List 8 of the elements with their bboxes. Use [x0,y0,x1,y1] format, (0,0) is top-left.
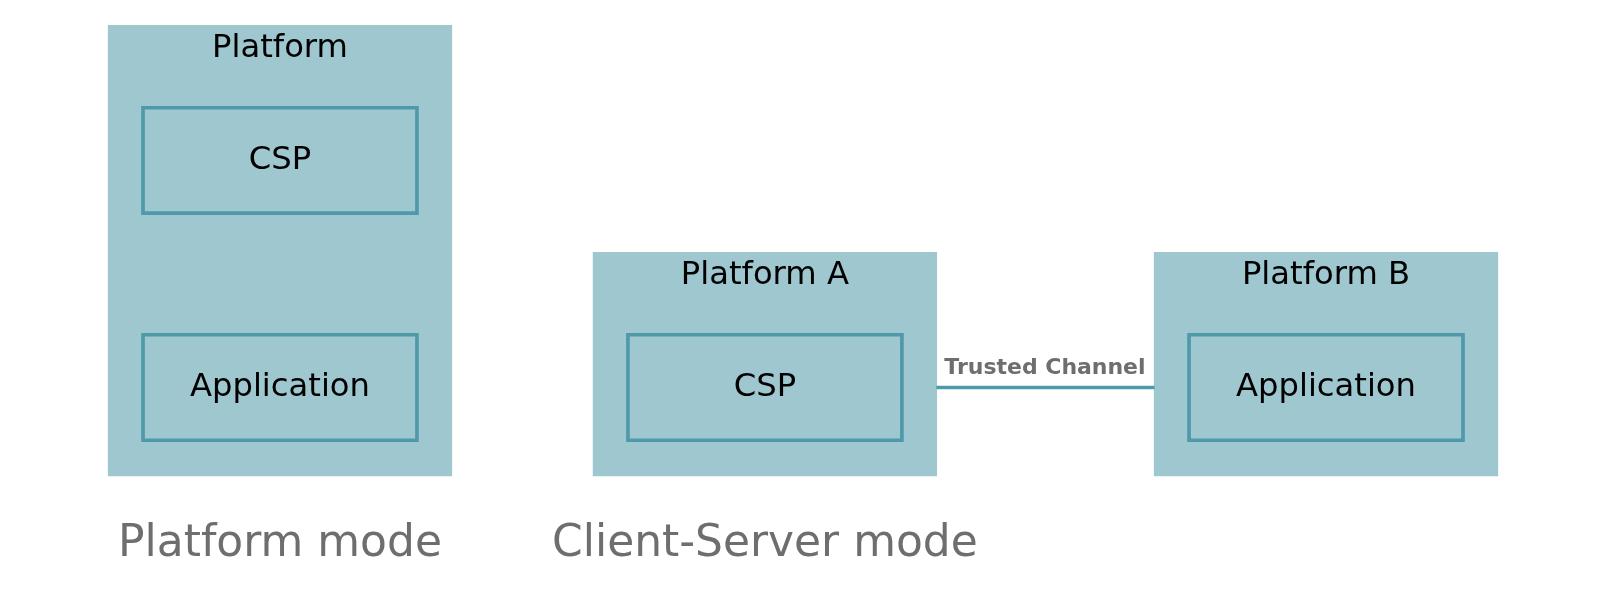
node-box: CSP [141,105,419,215]
node-box: Application [1187,332,1465,443]
edge-label: Trusted Channel [944,354,1146,380]
node-box: Application [141,332,419,443]
label: Platform mode [118,515,442,567]
label: Client-Server mode [552,515,978,567]
connector [936,385,1155,390]
node-box: CSP [626,332,904,443]
